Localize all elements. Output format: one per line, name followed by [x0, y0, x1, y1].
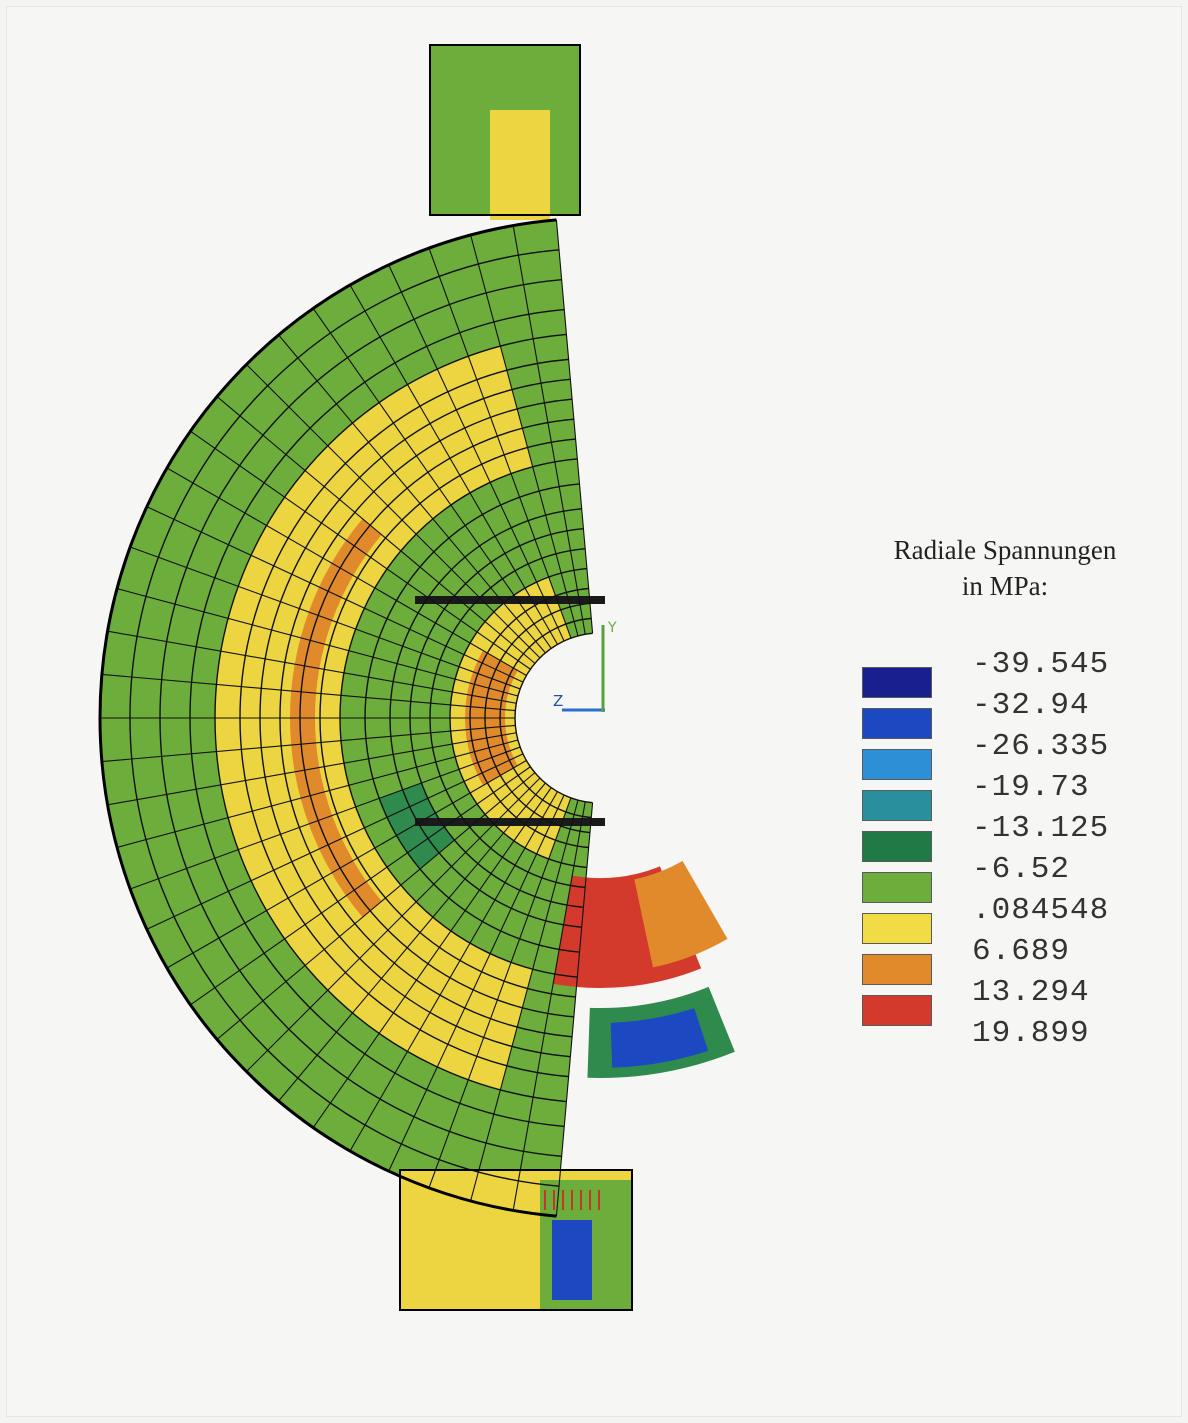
element-mesh	[98, 44, 633, 1311]
legend-value: -32.94	[972, 688, 1090, 723]
legend-value: -26.335	[972, 729, 1110, 764]
legend-value: 19.899	[972, 1016, 1090, 1051]
upper-flange-outline	[429, 44, 581, 216]
mesh-radial	[166, 467, 527, 676]
stress-spot-orange	[634, 860, 728, 968]
mesh-radial	[278, 334, 546, 654]
mesh-radial	[107, 630, 517, 704]
legend-swatch	[862, 790, 932, 821]
mesh-radial	[388, 794, 565, 1172]
mesh-radial	[246, 777, 541, 1072]
legend-value: 6.689	[972, 934, 1071, 969]
triad-z-label: Z	[553, 692, 563, 710]
hub-region-dark	[379, 782, 455, 870]
mesh-radial	[190, 766, 531, 1006]
lower-flange-outline	[399, 1169, 633, 1311]
mesh-radial	[388, 264, 565, 642]
legend-swatch	[862, 872, 932, 903]
upper-flange-yellow	[490, 110, 550, 220]
mesh-radial	[349, 791, 558, 1152]
mesh-radial	[246, 364, 541, 659]
mesh-radial	[312, 787, 552, 1128]
stress-band-orange	[289, 518, 382, 918]
slot-lower	[415, 818, 605, 826]
mesh-radial	[101, 673, 516, 712]
legend-swatch	[862, 667, 932, 698]
legend-value: -39.545	[972, 647, 1110, 682]
legend-unit: in MPa:	[961, 571, 1049, 601]
mesh-radial	[216, 396, 536, 664]
mesh-radial	[129, 546, 521, 690]
mesh-radial	[166, 760, 527, 969]
legend-value: -6.52	[972, 852, 1071, 887]
mesh-radial	[349, 284, 558, 645]
legend-value: -19.73	[972, 770, 1090, 805]
mesh-radial	[428, 797, 572, 1189]
mesh-radial	[129, 746, 521, 890]
legend-swatch	[862, 913, 932, 944]
mesh-radial	[470, 234, 579, 637]
mesh-radial	[116, 588, 519, 697]
legend-swatch	[862, 995, 932, 1026]
mesh-radial	[555, 802, 594, 1217]
mesh-radial	[116, 739, 519, 848]
mesh-radial	[190, 430, 531, 670]
outer-contour	[98, 218, 557, 1218]
legend-value: .084548	[972, 893, 1110, 928]
mesh-radial	[512, 801, 586, 1211]
mesh-radial	[216, 772, 536, 1040]
mesh-radial	[428, 247, 572, 639]
legend-swatch	[862, 831, 932, 862]
component-cross-section	[99, 45, 735, 1310]
mesh-ring	[514, 632, 593, 804]
legend-swatch	[862, 749, 932, 780]
triad-y-label: Y	[607, 620, 617, 636]
legend-swatch	[862, 954, 932, 985]
mesh-radial	[312, 308, 552, 649]
mesh-radial	[512, 225, 586, 635]
mesh-radial	[470, 799, 579, 1202]
mesh-radial	[146, 506, 524, 683]
legend-value: -13.125	[972, 811, 1110, 846]
stress-spot-blue	[610, 1008, 709, 1068]
stress-band-yellow	[215, 346, 533, 1090]
legend-swatch	[862, 708, 932, 739]
mesh-radial	[107, 732, 517, 806]
mesh-radial	[101, 724, 516, 763]
bore-cutout	[600, 633, 685, 803]
mesh-radial	[146, 753, 524, 930]
legend-value: 13.294	[972, 975, 1090, 1010]
legend-title: Radiale Spannungen	[893, 535, 1117, 565]
mesh-radial	[555, 219, 594, 634]
lower-flange-blue	[552, 1220, 592, 1300]
coordinate-triad-icon: YZ	[553, 620, 617, 712]
mesh-radial	[278, 782, 546, 1102]
slot-upper	[415, 596, 605, 604]
